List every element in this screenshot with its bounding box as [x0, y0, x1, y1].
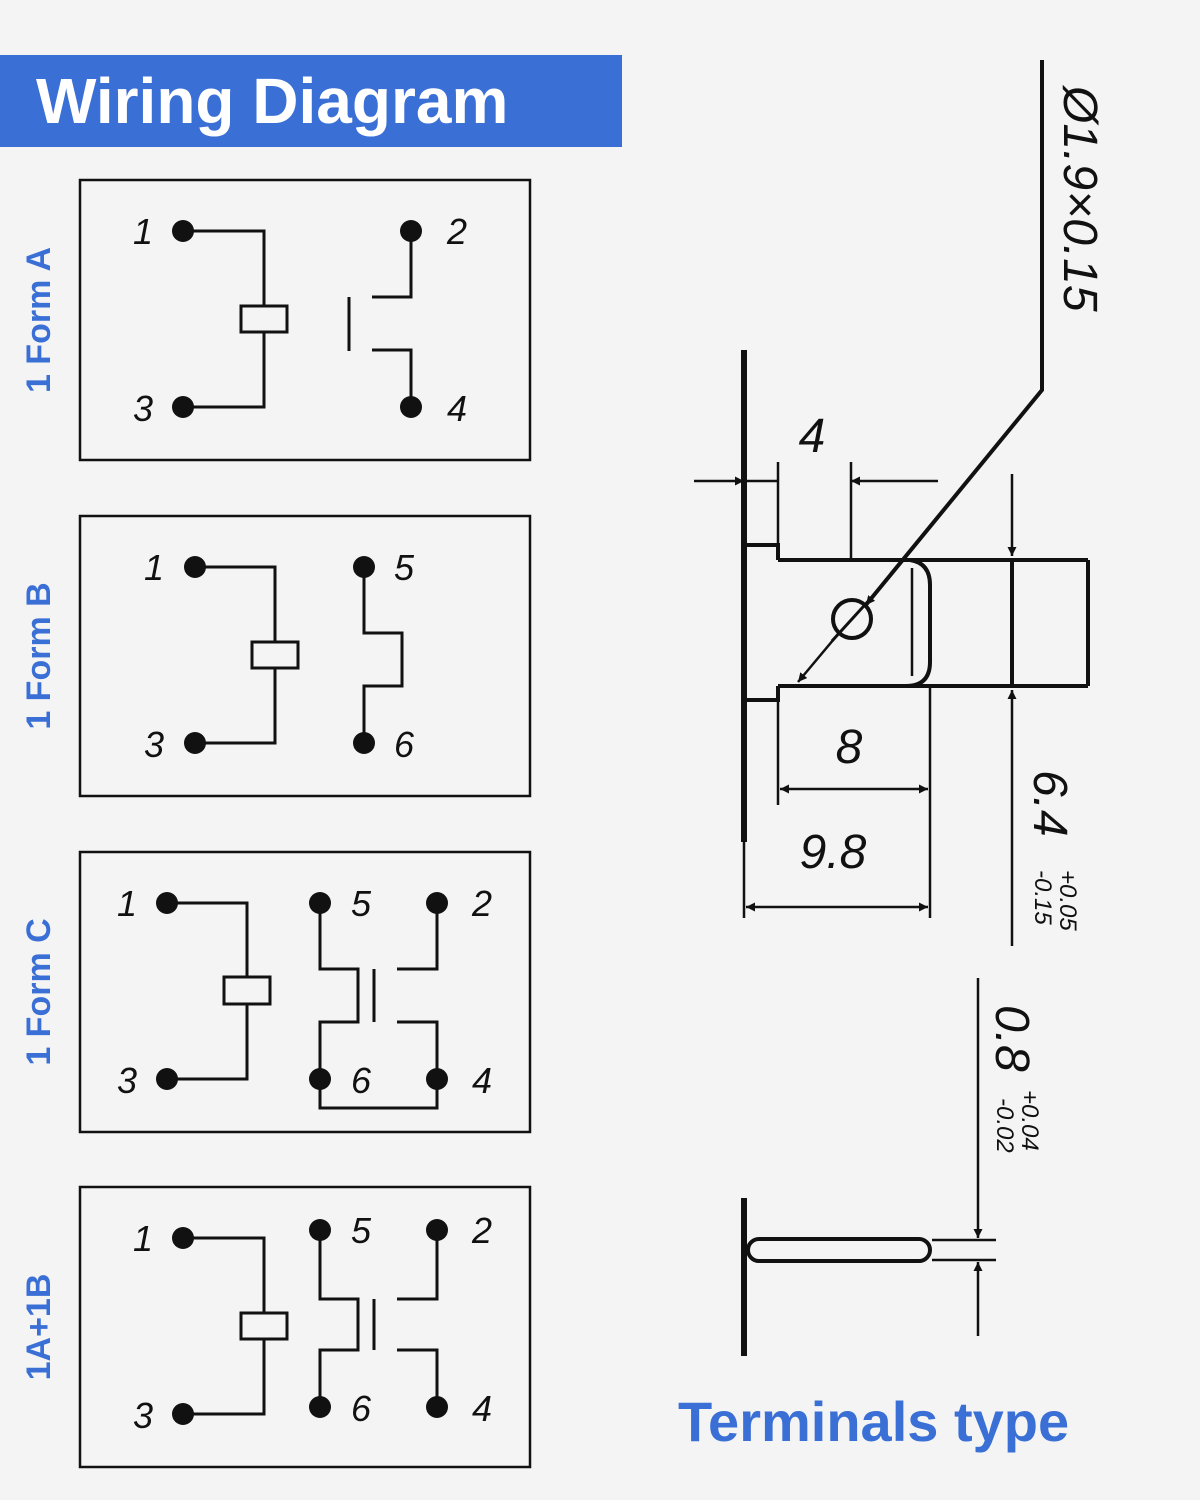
terminal-dot	[309, 1396, 331, 1418]
contact-no	[347, 231, 413, 407]
terminal-drawing: 4 8 9.8 Ø1.9×0.15 6.4 +0.05 -0.15	[694, 60, 1106, 1356]
terminal-dot	[400, 396, 422, 418]
terminal-dot	[426, 1219, 448, 1241]
coil	[167, 901, 272, 1081]
terminal-dot	[309, 892, 331, 914]
dim-width-8: 8	[836, 721, 863, 774]
terminal-dot	[172, 1227, 194, 1249]
terminal-dot	[156, 892, 178, 914]
diagram-frame	[78, 514, 532, 798]
pin-label: 1	[133, 1218, 153, 1259]
hole-symbol	[831, 598, 873, 640]
terminal-dot	[426, 1068, 448, 1090]
pin-label: 4	[472, 1388, 492, 1429]
pin-label: 1	[133, 211, 153, 252]
pin-label: 1	[144, 547, 164, 588]
terminal-dot	[184, 556, 206, 578]
terminal-dot	[426, 1396, 448, 1418]
terminal-dot	[309, 1219, 331, 1241]
terminal-dot	[172, 396, 194, 418]
form-a-diagram: 1 2 3 4	[78, 178, 532, 462]
dim-height-tol-plus: +0.05	[1054, 870, 1081, 931]
terminal-dot	[400, 220, 422, 242]
pin-label: 3	[144, 724, 164, 765]
coil	[183, 1236, 289, 1416]
pin-label: 1	[117, 883, 137, 924]
terminal-dot	[156, 1068, 178, 1090]
changeover-contact	[318, 903, 439, 1110]
dim-height: 6.4	[1023, 770, 1076, 837]
diagram-frame	[78, 1185, 532, 1469]
diagram-frame	[78, 850, 532, 1134]
pin-label: 5	[351, 1210, 372, 1251]
pin-label: 3	[133, 388, 153, 429]
terminal-dot	[353, 556, 375, 578]
contact-nc	[362, 567, 404, 743]
pin-label: 5	[351, 883, 372, 924]
terminals-type-title: Terminals type	[678, 1390, 1070, 1453]
dim-thickness-tol-minus: -0.02	[991, 1098, 1018, 1153]
dim-width-9-8: 9.8	[800, 826, 867, 879]
form-b-diagram: 1 5 3 6	[78, 514, 532, 798]
dimension-0-8	[932, 978, 996, 1336]
dim-hole-diameter: Ø1.9×0.15	[1053, 84, 1106, 312]
pin-label: 3	[133, 1395, 153, 1436]
pin-label: 4	[447, 388, 467, 429]
pin-label: 6	[351, 1060, 372, 1101]
dim-width-4: 4	[799, 410, 826, 463]
pin-label: 2	[446, 211, 467, 252]
diameter-leader	[863, 60, 1044, 608]
pin-label: 3	[117, 1060, 137, 1101]
title-banner: Wiring Diagram	[0, 55, 622, 147]
terminal-dot	[353, 732, 375, 754]
diagram-frame	[78, 178, 532, 462]
contacts	[318, 1230, 439, 1407]
pin-label: 4	[472, 1060, 492, 1101]
dim-thickness-tol-plus: +0.04	[1016, 1090, 1043, 1151]
dimension-8	[776, 686, 932, 918]
side-blade	[746, 1237, 932, 1263]
dim-height-tol-minus: -0.15	[1029, 870, 1056, 925]
coil	[195, 565, 300, 745]
pin-label: 5	[394, 547, 415, 588]
terminal-blade	[744, 543, 1090, 702]
dimension-4	[694, 462, 938, 560]
pin-label: 6	[351, 1388, 372, 1429]
coil	[183, 229, 289, 409]
pin-label: 2	[471, 1210, 492, 1251]
terminal-dot	[184, 732, 206, 754]
form-1a1b-diagram: 1 5 2 3 6 4	[78, 1185, 532, 1469]
form-c-diagram: 1 5 2 3 6 4	[78, 850, 532, 1134]
dim-thickness: 0.8	[985, 1005, 1038, 1072]
terminal-dot	[426, 892, 448, 914]
terminal-dot	[309, 1068, 331, 1090]
pin-label: 6	[394, 724, 415, 765]
pin-label: 2	[471, 883, 492, 924]
terminal-dot	[172, 1403, 194, 1425]
page-title: Wiring Diagram	[36, 65, 509, 137]
terminal-dot	[172, 220, 194, 242]
